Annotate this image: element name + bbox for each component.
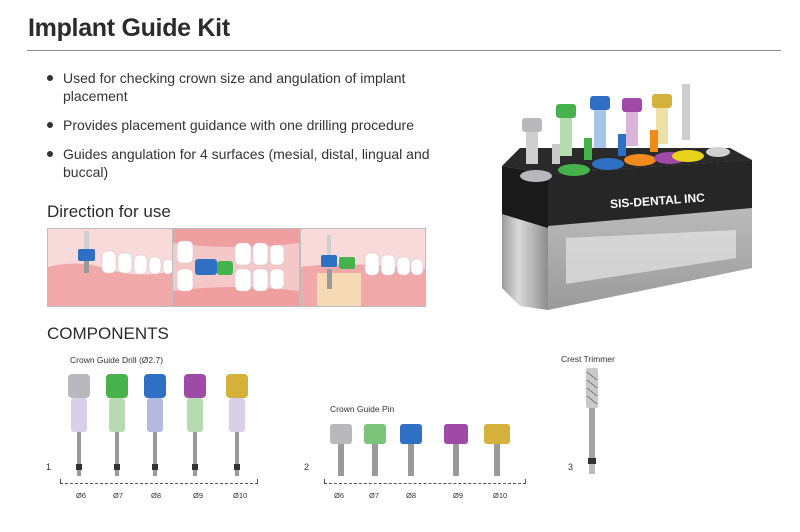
drill-bracket — [60, 479, 258, 484]
pin-gold — [484, 424, 510, 476]
pin-grey — [330, 424, 352, 476]
drill-label: Crown Guide Drill (Ø2.7) — [70, 355, 164, 365]
crest-trimmer-image — [586, 368, 598, 474]
direction-step-3-image — [300, 228, 426, 307]
drill-blue — [144, 374, 166, 476]
pin-size: Ø9 — [453, 491, 464, 500]
pin-purple — [444, 424, 468, 476]
kit-brand-label: SIS-DENTAL INC — [610, 190, 706, 211]
drill-size: Ø10 — [233, 491, 248, 500]
drill-purple — [184, 374, 206, 476]
direction-step-1-image — [47, 228, 173, 307]
drill-size: Ø7 — [113, 491, 124, 500]
drill-size: Ø8 — [151, 491, 162, 500]
drill-size: Ø6 — [76, 491, 87, 500]
direction-step-2-image — [172, 228, 300, 307]
drill-size: Ø9 — [193, 491, 204, 500]
drill-number: 1 — [46, 462, 52, 472]
components-heading: COMPONENTS — [47, 324, 169, 343]
bullet-icon — [47, 151, 53, 157]
direction-heading: Direction for use — [47, 202, 171, 221]
pin-size: Ø8 — [406, 491, 417, 500]
bullet-icon — [47, 122, 53, 128]
drill-grey — [68, 374, 90, 476]
crown-guide-drill-set — [68, 374, 248, 476]
pin-size: Ø7 — [369, 491, 380, 500]
drill-green — [106, 374, 128, 476]
trimmer-label: Crest Trimmer — [561, 354, 615, 364]
pin-bracket — [324, 479, 526, 484]
feature-item: Used for checking crown size and angulat… — [45, 69, 445, 105]
kit-box-image: SIS-DENTAL INC — [502, 84, 752, 310]
pin-number: 2 — [304, 462, 310, 472]
trimmer-number: 3 — [568, 462, 574, 472]
pin-size: Ø6 — [334, 491, 345, 500]
feature-item: Provides placement guidance with one dri… — [45, 116, 445, 134]
feature-list: Used for checking crown size and angulat… — [45, 69, 445, 192]
pin-blue — [400, 424, 422, 476]
pin-size: Ø10 — [493, 491, 508, 500]
feature-item: Guides angulation for 4 surfaces (mesial… — [45, 145, 445, 181]
pin-label: Crown Guide Pin — [330, 404, 395, 414]
pin-green — [364, 424, 386, 476]
crown-guide-pin-set — [330, 424, 510, 476]
bullet-icon — [47, 75, 53, 81]
drill-gold — [226, 374, 248, 476]
page-title: Implant Guide Kit — [28, 14, 230, 42]
title-divider — [27, 50, 781, 51]
